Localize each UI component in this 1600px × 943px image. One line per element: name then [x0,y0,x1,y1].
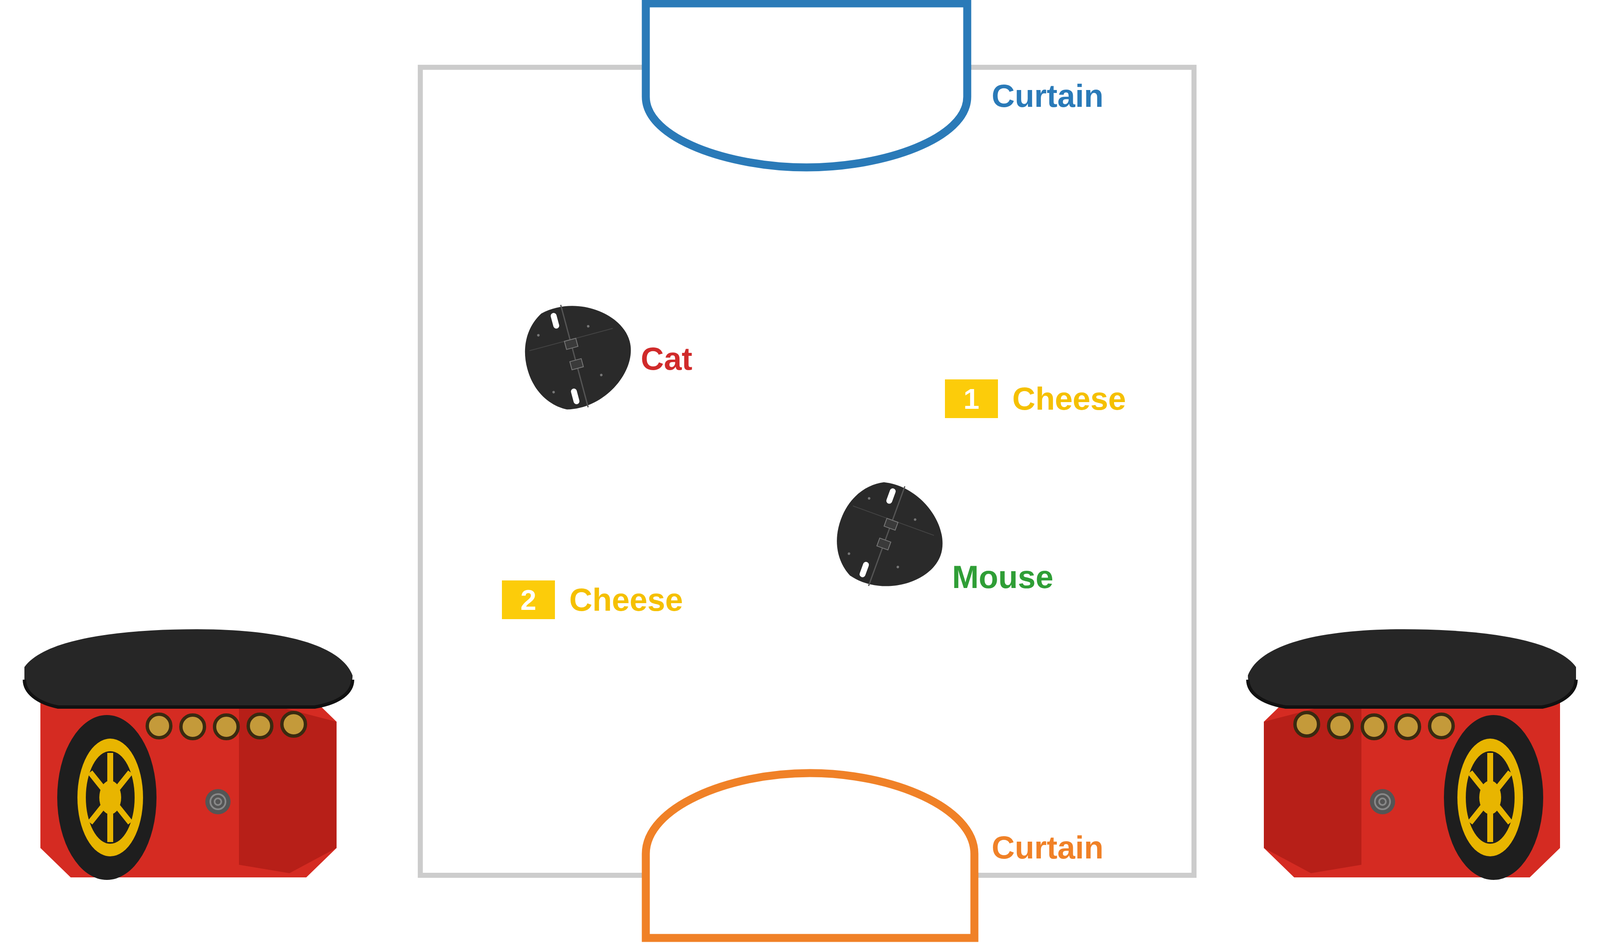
cheese-number: 2 [520,585,537,615]
curtain-orange [645,773,975,939]
cheese-label: Cheese [1012,381,1126,417]
pioneer-robot-right [1247,629,1577,881]
curtain-label: Curtain [991,78,1104,114]
cat-robot [513,290,644,421]
mouse-robot [822,469,959,606]
cheese-marker: 1 Cheese [944,379,1126,419]
curtain-label: Curtain [991,830,1104,866]
cheese-box: 1 [944,379,998,419]
cheese-label: Cheese [569,582,683,618]
pioneer-robot-left [24,629,353,881]
robot-label: Mouse [952,559,1054,595]
curtain-blue [645,3,968,168]
cheese-box: 2 [501,580,555,620]
cheese-number: 1 [963,384,980,414]
arena [420,67,1195,876]
cheese-marker: 2 Cheese [501,580,683,620]
robot-label: Cat [640,341,693,377]
